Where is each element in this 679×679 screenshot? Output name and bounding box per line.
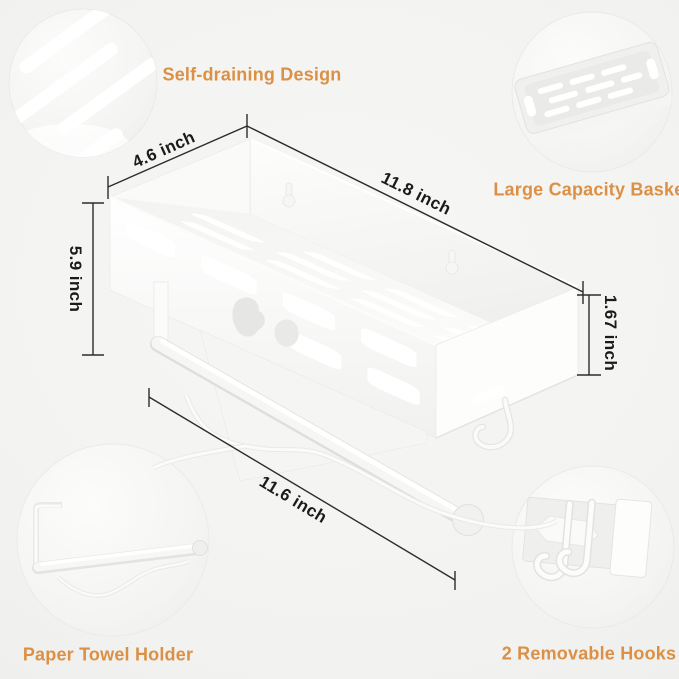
callout-paper-towel: Paper Towel Holder bbox=[22, 644, 194, 665]
dimension-label-height: 5.9 inch bbox=[66, 245, 85, 313]
dimension-basket-height-line bbox=[577, 294, 601, 376]
callout-self-draining: Self-draining Design bbox=[162, 64, 342, 85]
decorative-cutouts bbox=[232, 297, 299, 347]
dimension-lines bbox=[82, 114, 601, 590]
detail-circle-paper-towel bbox=[16, 443, 210, 637]
dimension-bar-length-line bbox=[148, 388, 456, 590]
detail-circle-self-draining bbox=[8, 8, 158, 158]
detail-circle-removable-hooks bbox=[511, 465, 675, 629]
callout-large-capacity: Large Capacity Basket bbox=[493, 179, 679, 200]
keyhole-mount-holes bbox=[282, 182, 459, 275]
detail-circle-large-capacity bbox=[511, 11, 673, 173]
hooks-illustration bbox=[522, 496, 653, 582]
callout-removable-hooks: 2 Removable Hooks bbox=[501, 643, 677, 664]
towel-holder-illustration bbox=[32, 502, 208, 598]
dimension-label-basket-height: 1.67 inch bbox=[601, 294, 620, 372]
dimension-height-line bbox=[82, 202, 104, 356]
product-basket bbox=[109, 138, 579, 482]
basket-top-view-illustration bbox=[514, 41, 672, 144]
drain-slots-illustration bbox=[9, 9, 157, 157]
front-wall-slots bbox=[126, 221, 420, 405]
storage-hook bbox=[472, 396, 515, 451]
dimension-width-line bbox=[246, 125, 584, 304]
